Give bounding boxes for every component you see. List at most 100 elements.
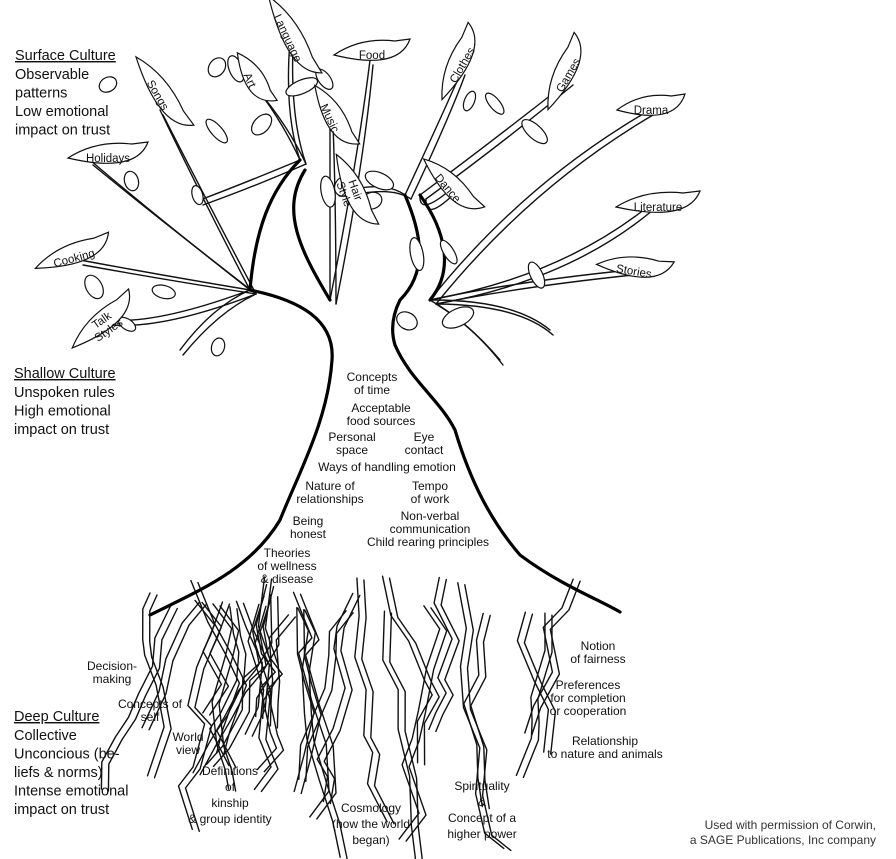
small-leaf — [98, 76, 118, 93]
small-leaf — [364, 170, 395, 191]
shallow-culture-item: & disease — [261, 572, 314, 586]
branch — [429, 269, 631, 301]
shallow-culture-item: Personal — [328, 430, 375, 444]
root — [142, 592, 165, 777]
shallow-culture-item: contact — [405, 443, 444, 457]
branch — [335, 64, 374, 305]
branch — [287, 39, 301, 161]
root — [107, 607, 178, 792]
shallow-culture-item: Eye — [414, 430, 435, 444]
leaf-stories: Stories — [595, 256, 676, 281]
small-leaf — [441, 306, 475, 329]
deep-culture-item: Concepts of — [118, 697, 183, 711]
leaf-shape — [71, 287, 131, 350]
deep-culture-item: higher power — [447, 827, 516, 841]
branch — [162, 114, 257, 295]
branch — [435, 303, 504, 366]
trunk-left-edge — [148, 288, 334, 617]
small-leaf — [207, 57, 227, 78]
deep-culture-item: Preferences — [556, 678, 621, 692]
root — [211, 603, 233, 790]
shallow-culture-item: food sources — [347, 414, 416, 428]
leaf-shape — [33, 231, 110, 269]
branch — [109, 289, 251, 322]
branch — [429, 109, 651, 301]
leaf-shape — [66, 141, 149, 164]
leaf-literature: Literature — [614, 190, 701, 214]
root — [148, 603, 207, 731]
root — [523, 613, 557, 755]
leaf-shape — [335, 153, 380, 225]
deep-culture-item: & — [478, 795, 486, 809]
leaf-shape — [547, 31, 582, 112]
root — [254, 605, 279, 793]
shallow-culture-item: of time — [354, 383, 390, 397]
branch — [159, 109, 251, 291]
root — [516, 611, 550, 753]
branch — [82, 264, 257, 295]
branch — [79, 259, 251, 291]
surface-culture-description-line: Low emotional — [15, 104, 109, 120]
root — [255, 614, 290, 718]
permission-credit: a SAGE Publications, Inc company — [690, 833, 876, 847]
deep-culture-item: to nature and animals — [547, 747, 662, 761]
roots — [100, 575, 581, 859]
shallow-culture-description-line: Unspoken rules — [14, 385, 115, 401]
root — [304, 609, 348, 859]
small-leaf — [484, 92, 505, 115]
root — [405, 607, 448, 842]
root — [435, 578, 460, 733]
small-leaf — [191, 185, 204, 206]
root — [398, 605, 441, 840]
deep-culture-item: Relationship — [572, 734, 638, 748]
small-leaf — [527, 261, 546, 289]
shallow-culture-item: Tempo — [412, 479, 448, 493]
small-leaf — [151, 284, 176, 300]
root — [457, 582, 505, 850]
deep-culture-item: Cosmology — [341, 801, 401, 815]
root — [218, 605, 240, 792]
trunk — [148, 158, 622, 617]
shallow-culture-item: Nature of — [305, 479, 355, 493]
small-leaf — [210, 337, 226, 357]
trunk-right-edge — [393, 343, 622, 614]
deep-culture-item: Notion — [581, 639, 616, 653]
branches — [79, 39, 654, 366]
shallow-culture-title: Shallow Culture — [14, 366, 116, 382]
surface-culture-description-line: impact on trust — [15, 123, 110, 139]
leaf-shape — [595, 256, 676, 278]
small-leaf — [521, 119, 548, 145]
leaf-shape — [267, 0, 323, 74]
branch — [182, 293, 257, 356]
leaf-shape — [236, 51, 279, 102]
root — [361, 579, 395, 825]
root — [141, 601, 200, 729]
root — [184, 601, 223, 832]
surface-culture-description-line: patterns — [15, 86, 67, 102]
deep-culture-item: making — [93, 672, 132, 686]
leaf-shape — [614, 190, 701, 213]
trunk-inner-right — [391, 193, 421, 347]
root — [297, 607, 341, 858]
permission-credit: Used with permission of Corwin, — [705, 818, 876, 832]
branch — [329, 59, 371, 301]
root — [212, 597, 272, 768]
shallow-culture-item: Being — [293, 514, 324, 528]
root — [298, 610, 347, 781]
deep-culture-description-line: liefs & norms) — [14, 765, 103, 781]
shallow-culture-item: space — [336, 443, 368, 457]
leaf-label: Food — [359, 50, 385, 62]
leaf-songs: Songs — [134, 55, 195, 126]
root — [428, 576, 453, 731]
shallow-culture-item: Acceptable — [351, 401, 411, 415]
root — [389, 612, 423, 859]
branch — [92, 164, 257, 295]
deep-culture-description-line: Unconcious (be- — [14, 747, 120, 763]
trunk-inner-left — [248, 158, 302, 292]
root — [293, 606, 315, 793]
leaf-label: Holidays — [86, 153, 130, 165]
root — [199, 596, 280, 776]
root — [299, 593, 337, 820]
